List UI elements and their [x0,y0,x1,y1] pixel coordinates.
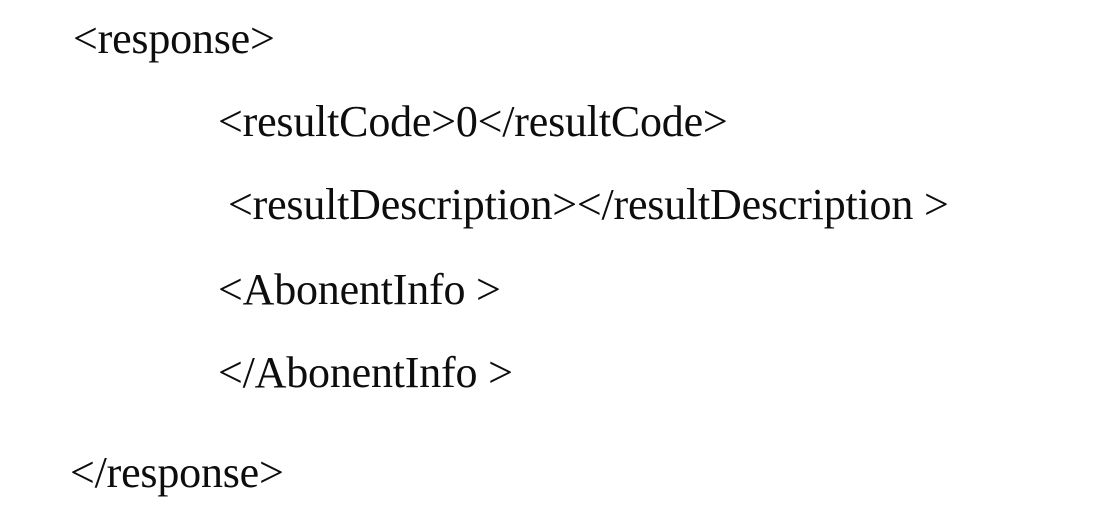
xml-line-abonentinfo-open: <AbonentInfo > [218,265,501,314]
xml-line-result-code: <resultCode>0</resultCode> [218,97,728,146]
xml-line-response-open: <response> [73,14,275,63]
xml-line-abonentinfo-close: </AbonentInfo > [218,348,513,397]
xml-line-result-description: <resultDescription></resultDescription > [228,180,949,229]
xml-line-response-close: </response> [70,448,284,497]
